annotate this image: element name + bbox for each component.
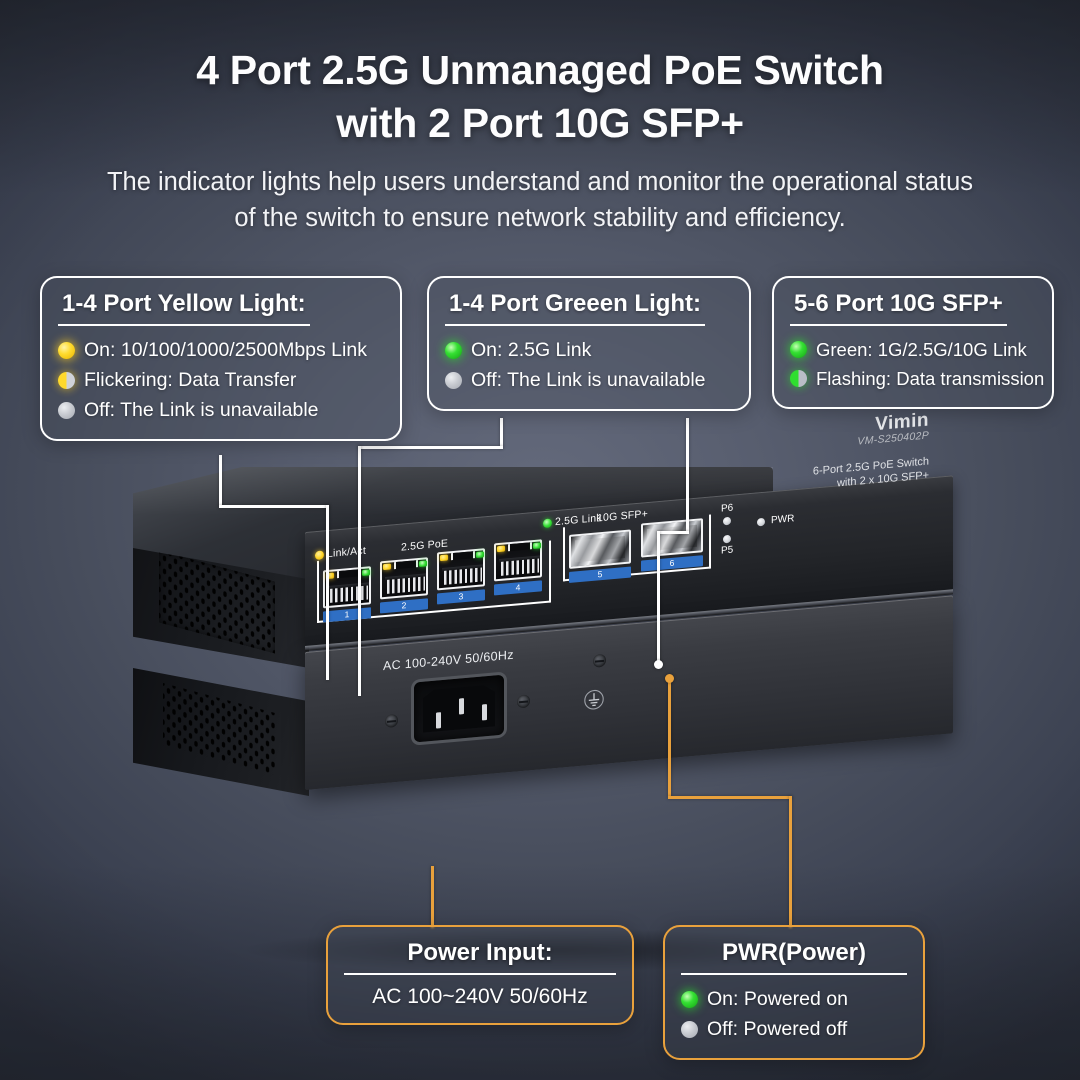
callout-power-value: AC 100~240V 50/60Hz	[372, 985, 588, 1008]
leader-dot-pwr	[665, 674, 674, 683]
callout-row-text: Flickering: Data Transfer	[84, 368, 297, 391]
leader-line-yellow-horiz	[219, 505, 329, 508]
callout-row-text: On: 2.5G Link	[471, 338, 592, 361]
label-p5: P5	[721, 544, 734, 557]
leader-line-sfp-horiz	[657, 531, 689, 534]
rj45-notch	[394, 558, 418, 570]
chassis-screw-left	[385, 713, 398, 729]
rj45-pins	[444, 567, 482, 585]
rj45-pins	[387, 576, 425, 594]
led-off-icon	[445, 371, 462, 389]
rj45-notch	[451, 549, 475, 561]
vent-grille-lower	[163, 682, 275, 776]
legend-led-green	[543, 518, 552, 529]
page-title-line-1: 4 Port 2.5G Unmanaged PoE Switch	[196, 47, 884, 93]
callout-sfp-rows: Green: 1G/2.5G/10G Link Flashing: Data t…	[790, 335, 1044, 393]
status-led-p6	[723, 516, 731, 526]
inlet-blade-center	[459, 698, 464, 715]
callout-green-light: 1-4 Port Greeen Light: On: 2.5G Link Off…	[427, 276, 751, 411]
poe-switch-device: Link/Act 2.5G PoE 2.5G Link 1 2	[0, 409, 1080, 950]
label-p6: P6	[721, 502, 734, 515]
leader-dot-p6	[654, 660, 663, 669]
device-model: VM-S250402P	[857, 429, 929, 448]
page-header: 4 Port 2.5G Unmanaged PoE Switch with 2 …	[0, 44, 1080, 236]
inlet-blade-right	[482, 704, 487, 721]
callout-row: On: 10/100/1000/2500Mbps Link	[58, 335, 384, 365]
callout-pwr-rows: On: Powered on Off: Powered off	[681, 984, 907, 1044]
leader-line-powerinlet-vert	[431, 866, 434, 928]
chassis-screw-right	[517, 694, 530, 709]
callout-row-text: Green: 1G/2.5G/10G Link	[816, 338, 1027, 360]
leader-line-pwr-vert-b	[789, 796, 792, 928]
led-green-on-icon	[445, 341, 462, 359]
callout-yellow-light: 1-4 Port Yellow Light: On: 10/100/1000/2…	[40, 276, 402, 441]
inlet-blade-left	[436, 712, 441, 729]
callout-sfp-light: 5-6 Port 10G SFP+ Green: 1G/2.5G/10G Lin…	[772, 276, 1054, 409]
legend-led-yellow	[315, 550, 324, 561]
callout-row: Off: The Link is unavailable	[445, 365, 733, 395]
status-led-p5	[723, 534, 731, 544]
callout-row: Off: The Link is unavailable	[58, 395, 384, 425]
port-4-led-green	[533, 542, 541, 550]
leader-line-pwr-horiz	[668, 796, 792, 799]
page-title-line-2: with 2 Port 10G SFP+	[336, 100, 744, 147]
leader-line-yellow-vert-a	[219, 455, 222, 507]
callout-sfp-title: 5-6 Port 10G SFP+	[790, 290, 1007, 326]
callout-pwr-led: PWR(Power) On: Powered on Off: Powered o…	[663, 925, 925, 1060]
port-2-led-green	[419, 560, 427, 568]
ground-symbol-icon	[584, 689, 604, 710]
page-subtitle-line-2: of the switch to ensure network stabilit…	[234, 203, 846, 232]
callout-row-text: Off: The Link is unavailable	[84, 398, 319, 421]
callout-row: Green: 1G/2.5G/10G Link	[790, 335, 1036, 364]
leader-line-sfp-vert-a	[686, 418, 689, 533]
callout-pwr-title: PWR(Power)	[681, 939, 907, 975]
rj45-pins	[330, 585, 368, 603]
port-1-led-green	[362, 569, 370, 577]
leader-line-sfp-vert-b	[657, 531, 660, 664]
device-left-side-panel-lower	[133, 668, 309, 796]
callout-row: On: 2.5G Link	[445, 335, 733, 365]
sfp-cage-6[interactable]	[641, 518, 703, 558]
leader-line-yellow-vert-b	[326, 505, 329, 680]
rj45-pins	[501, 558, 539, 576]
callout-row-text: On: 10/100/1000/2500Mbps Link	[84, 338, 367, 361]
rear-ac-rating-label: AC 100-240V 50/60Hz	[383, 647, 514, 674]
port-4-led-yellow	[497, 545, 505, 553]
callout-yellow-title: 1-4 Port Yellow Light:	[58, 290, 310, 326]
sfp-cage-5[interactable]	[569, 529, 631, 569]
led-green-on-icon	[681, 990, 698, 1008]
callout-power-input: Power Input: AC 100~240V 50/60Hz	[326, 925, 634, 1025]
callout-row-text: Flashing: Data transmission	[816, 367, 1045, 389]
port-3-led-yellow	[440, 554, 448, 562]
led-green-on-icon	[790, 341, 807, 358]
callout-row: Off: Powered off	[681, 1014, 907, 1044]
led-off-icon	[681, 1020, 698, 1038]
rj45-notch	[508, 540, 532, 552]
led-green-flashing-icon	[790, 370, 807, 387]
callout-power-title: Power Input:	[344, 939, 616, 975]
callout-row-text: Off: The Link is unavailable	[471, 368, 706, 391]
callout-row-text: On: Powered on	[707, 987, 848, 1010]
label-pwr: PWR	[771, 513, 795, 527]
callout-row-text: Off: Powered off	[707, 1017, 848, 1040]
leader-line-pwr-vert-a	[668, 678, 671, 796]
led-off-icon	[58, 401, 75, 419]
leader-line-green-vert-b	[358, 446, 361, 696]
port-2-led-yellow	[383, 563, 391, 571]
callout-row: Flashing: Data transmission	[790, 364, 1044, 393]
status-led-pwr	[757, 517, 765, 527]
leader-line-green-horiz	[358, 446, 503, 449]
callout-green-title: 1-4 Port Greeen Light:	[445, 290, 706, 326]
callout-row: Flickering: Data Transfer	[58, 365, 384, 395]
leader-line-green-vert-a	[500, 418, 503, 448]
callout-row: On: Powered on	[681, 984, 907, 1014]
port-3-led-green	[476, 551, 484, 559]
page-subtitle-line-1: The indicator lights help users understa…	[106, 167, 974, 196]
callout-yellow-rows: On: 10/100/1000/2500Mbps Link Flickering…	[58, 335, 384, 425]
ground-screw	[593, 653, 606, 668]
ac-power-inlet[interactable]	[411, 671, 507, 746]
led-yellow-flicker-icon	[58, 371, 75, 389]
callout-green-rows: On: 2.5G Link Off: The Link is unavailab…	[445, 335, 733, 395]
led-yellow-on-icon	[58, 341, 75, 359]
